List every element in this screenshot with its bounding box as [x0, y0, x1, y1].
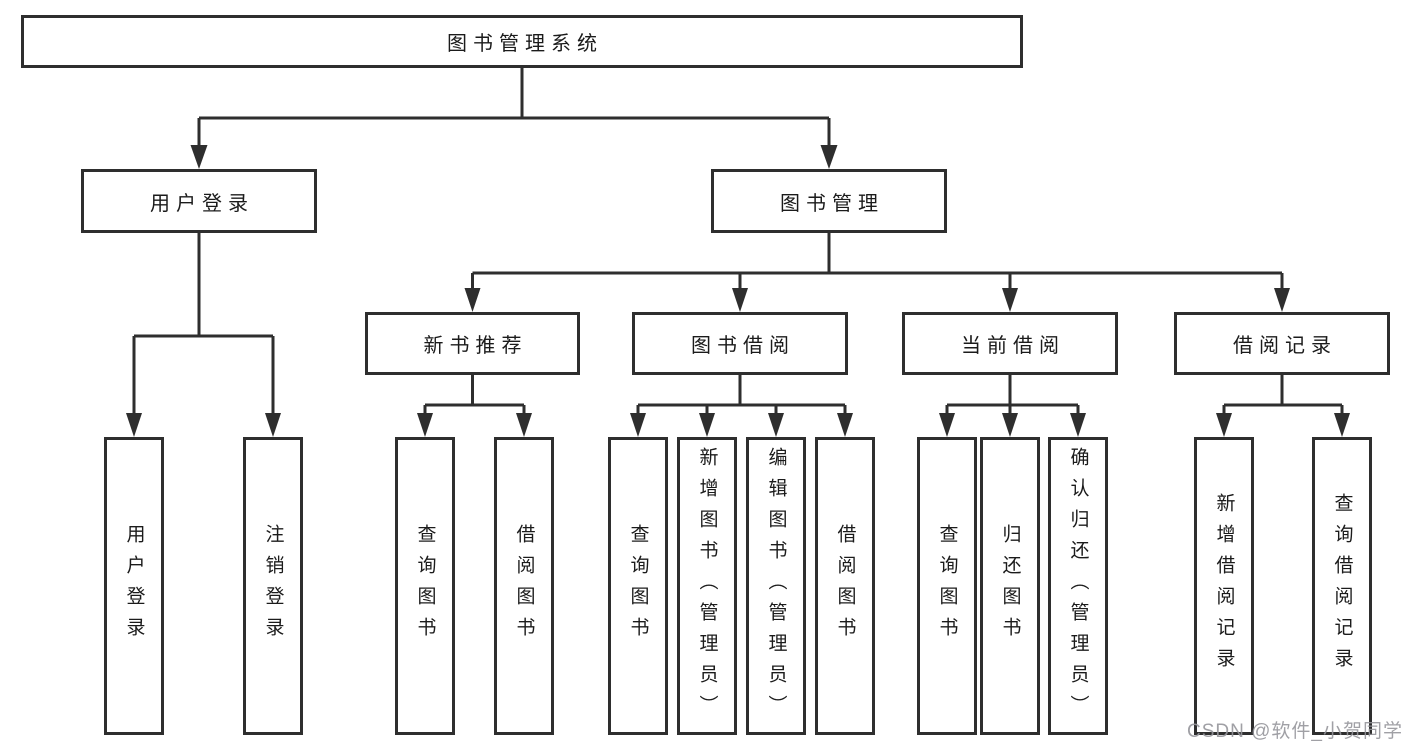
arrowhead-icon	[1002, 288, 1018, 312]
arrowhead-icon	[732, 288, 748, 312]
arrowhead-icon	[768, 413, 784, 437]
arrowhead-icon	[699, 413, 715, 437]
arrowhead-icon	[630, 413, 646, 437]
leaf-confirm-return-admin: 确认归还（管理员）	[1048, 437, 1108, 735]
edge-current-borrow-children	[945, 375, 1080, 415]
node-book-management: 图书管理	[711, 169, 947, 233]
leaf-query-books: 查询图书	[395, 437, 455, 735]
arrowhead-icon	[126, 413, 142, 437]
csdn-watermark: CSDN @软件_小贺同学	[1187, 721, 1403, 742]
edge-shafts	[132, 68, 1344, 415]
arrowhead-icon	[1334, 413, 1350, 437]
arrowhead-icon	[417, 413, 433, 437]
node-new-book-recommendation: 新书推荐	[365, 312, 580, 375]
node-library-management-system: 图书管理系统	[21, 15, 1023, 68]
arrowhead-icon	[464, 288, 481, 312]
arrowhead-icon	[190, 145, 208, 169]
leaf-return-books: 归还图书	[980, 437, 1040, 735]
leaf-query-books: 查询图书	[917, 437, 977, 735]
arrowhead-icon	[1216, 413, 1232, 437]
arrowhead-icon	[1070, 413, 1086, 437]
leaf-edit-books-admin: 编辑图书（管理员）	[746, 437, 806, 735]
leaf-logout: 注销登录	[243, 437, 303, 735]
arrowhead-icon	[837, 413, 853, 437]
edge-borrow-records-children	[1222, 375, 1344, 415]
node-current-borrowing: 当前借阅	[902, 312, 1118, 375]
edge-root-to-level2	[197, 68, 831, 147]
node-user-login: 用户登录	[81, 169, 317, 233]
leaf-borrow-books: 借阅图书	[494, 437, 554, 735]
arrowhead-icon	[1274, 288, 1290, 312]
arrowhead-icon	[1002, 413, 1018, 437]
arrowhead-icon	[265, 413, 281, 437]
leaf-user-login: 用户登录	[104, 437, 164, 735]
arrowhead-icon	[939, 413, 955, 437]
edge-new-book-children	[423, 375, 526, 415]
edge-book-borrow-children	[636, 375, 847, 415]
arrowheads	[126, 145, 1350, 437]
leaf-add-borrow-record: 新增借阅记录	[1194, 437, 1254, 735]
arrowhead-icon	[820, 145, 838, 169]
edge-book-mgmt-children	[471, 233, 1284, 290]
node-borrowing-records: 借阅记录	[1174, 312, 1390, 375]
edge-user-login-children	[132, 233, 275, 415]
arrowhead-icon	[516, 413, 532, 437]
node-book-borrowing: 图书借阅	[632, 312, 848, 375]
leaf-query-books: 查询图书	[608, 437, 668, 735]
leaf-query-borrow-record: 查询借阅记录	[1312, 437, 1372, 735]
leaf-borrow-books: 借阅图书	[815, 437, 875, 735]
leaf-add-books-admin: 新增图书（管理员）	[677, 437, 737, 735]
